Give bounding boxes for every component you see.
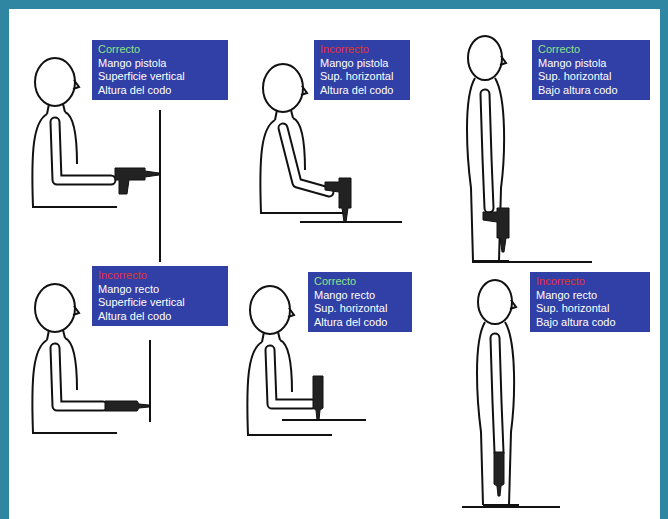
verdict-heading: Incorrecto [536, 275, 644, 289]
condition-text: Superficie vertical [98, 70, 222, 84]
condition-text: Mango pistola [320, 57, 404, 71]
condition-text: Superficie vertical [98, 296, 222, 310]
note-box: CorrectoMango pistolaSuperficie vertical… [92, 40, 228, 100]
note-box: IncorrectoMango rectoSuperficie vertical… [92, 266, 228, 326]
vertical-surface [159, 110, 161, 262]
vertical-surface [149, 340, 151, 422]
condition-text: Bajo altura codo [538, 84, 644, 98]
condition-text: Sup. horizontal [314, 302, 406, 316]
condition-text: Mango recto [314, 289, 406, 303]
condition-text: Altura del codo [314, 316, 406, 330]
condition-text: Altura del codo [98, 84, 222, 98]
verdict-heading: Incorrecto [98, 269, 222, 283]
verdict-heading: Correcto [98, 43, 222, 57]
floor-surface [472, 261, 592, 263]
horizontal-surface [282, 419, 366, 421]
note-box: IncorrectoMango pistolaSup. horizontalAl… [314, 40, 410, 100]
condition-text: Altura del codo [98, 310, 222, 324]
condition-text: Mango recto [536, 289, 644, 303]
condition-text: Sup. horizontal [538, 70, 644, 84]
note-box: CorrectoMango rectoSup. horizontalAltura… [308, 272, 412, 332]
condition-text: Mango recto [98, 283, 222, 297]
condition-text: Altura del codo [320, 84, 404, 98]
condition-text: Sup. horizontal [536, 302, 644, 316]
horizontal-surface [300, 221, 402, 223]
floor-surface [462, 506, 560, 508]
condition-text: Mango pistola [98, 57, 222, 71]
condition-text: Sup. horizontal [320, 70, 404, 84]
standing-worker [477, 280, 519, 505]
condition-text: Bajo altura codo [536, 316, 644, 330]
note-box: CorrectoMango pistolaSup. horizontalBajo… [532, 40, 650, 100]
verdict-heading: Correcto [538, 43, 644, 57]
verdict-heading: Incorrecto [320, 43, 404, 57]
condition-text: Mango pistola [538, 57, 644, 71]
note-box: IncorrectoMango rectoSup. horizontalBajo… [530, 272, 650, 332]
verdict-heading: Correcto [314, 275, 406, 289]
standing-worker [467, 36, 509, 261]
